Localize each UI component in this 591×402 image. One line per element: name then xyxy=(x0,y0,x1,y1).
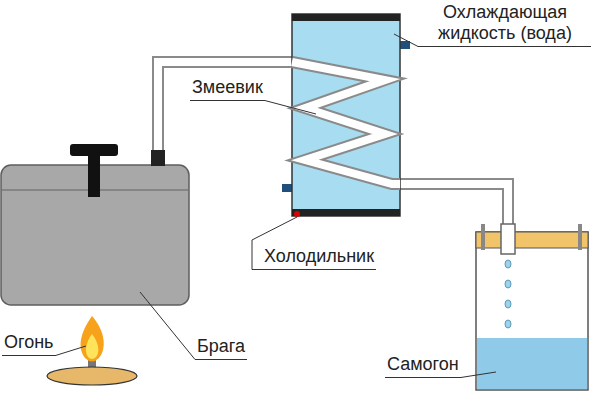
leader-line xyxy=(56,346,87,356)
leader-line xyxy=(394,34,418,47)
mash-label: Брага xyxy=(195,336,247,360)
moonshine-label: Самогон xyxy=(385,354,461,378)
fire-label: Огонь xyxy=(2,332,56,356)
condenser xyxy=(282,14,410,217)
leader-line xyxy=(140,292,195,360)
collection-jar xyxy=(476,224,588,390)
coolant-label: Охлаждающая жидкость (вода) xyxy=(418,2,591,47)
mash-tank xyxy=(1,144,189,305)
burner-fire xyxy=(47,316,137,385)
condenser-label: Холодильник xyxy=(262,246,376,270)
coil-label: Змеевик xyxy=(190,77,265,101)
leader-line xyxy=(461,372,496,378)
leader-line xyxy=(265,101,316,115)
